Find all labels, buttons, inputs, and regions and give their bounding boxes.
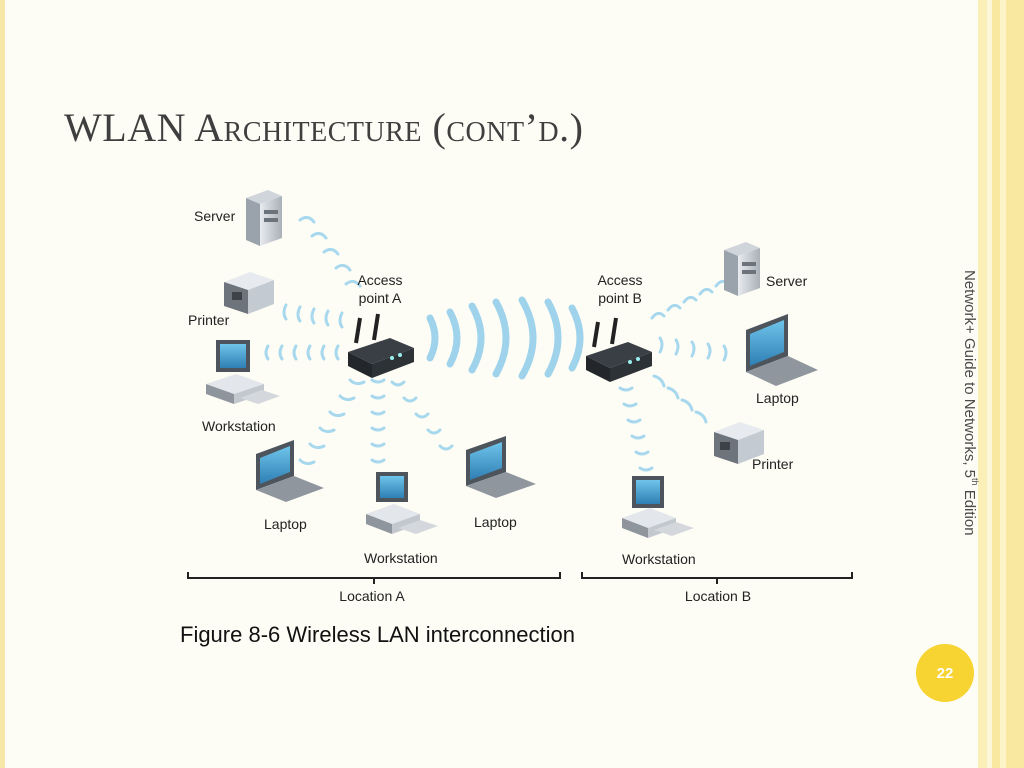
server-icon bbox=[724, 242, 760, 296]
location-b-label: Location B bbox=[685, 588, 751, 604]
location-a-label: Location A bbox=[339, 588, 405, 604]
access-point-a-icon bbox=[348, 313, 414, 378]
side-caption-suffix: Edition bbox=[961, 485, 978, 536]
ap-b-label-line1: Access bbox=[597, 272, 642, 288]
location-b-bracket bbox=[581, 572, 853, 579]
workstation-left-label: Workstation bbox=[202, 418, 276, 434]
laptop-icon bbox=[256, 440, 324, 502]
laptop-b-label: Laptop bbox=[756, 390, 799, 406]
right-border-stripe bbox=[978, 0, 987, 768]
slide-title: WLAN Architecture (cont’d.) bbox=[64, 105, 584, 150]
radio-waves bbox=[264, 215, 730, 472]
laptop-right-label: Laptop bbox=[474, 514, 517, 530]
page-number-badge: 22 bbox=[916, 644, 974, 702]
side-caption-superscript: th bbox=[970, 478, 980, 486]
right-border-stripe-outer bbox=[992, 0, 1024, 768]
right-border-stripe-inner bbox=[1000, 0, 1006, 768]
ap-link-waves bbox=[426, 296, 584, 380]
printer-b-label: Printer bbox=[752, 456, 794, 472]
side-caption-prefix: Network+ Guide to Networks, 5 bbox=[961, 270, 978, 479]
figure-caption: Figure 8-6 Wireless LAN interconnection bbox=[180, 622, 575, 647]
printer-a-label: Printer bbox=[188, 312, 230, 328]
laptop-left-label: Laptop bbox=[264, 516, 307, 532]
side-caption: Network+ Guide to Networks, 5th Edition bbox=[960, 270, 980, 590]
ap-a-label-line2: point A bbox=[359, 290, 402, 306]
access-point-b-icon bbox=[586, 317, 652, 382]
laptop-icon bbox=[746, 314, 818, 386]
workstation-icon bbox=[206, 340, 280, 404]
workstation-center-label: Workstation bbox=[364, 550, 438, 566]
workstation-icon bbox=[622, 476, 694, 538]
right-border-stripe-light bbox=[987, 0, 992, 768]
ap-a-label-line1: Access bbox=[357, 272, 402, 288]
server-icon bbox=[246, 190, 282, 246]
left-border-stripe bbox=[0, 0, 5, 768]
location-a-bracket bbox=[187, 572, 561, 579]
printer-icon bbox=[224, 272, 274, 314]
server-b-label: Server bbox=[766, 273, 808, 289]
workstation-b-label: Workstation bbox=[622, 551, 696, 567]
workstation-icon bbox=[366, 472, 438, 534]
ap-b-label-line2: point B bbox=[598, 290, 642, 306]
server-a-label: Server bbox=[194, 208, 236, 224]
laptop-icon bbox=[466, 436, 536, 498]
printer-icon bbox=[714, 422, 764, 464]
